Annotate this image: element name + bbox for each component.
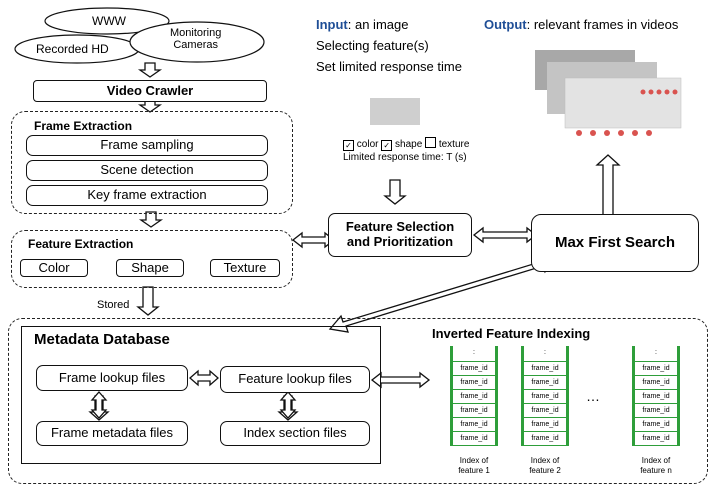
video-crawler-box: Video Crawler: [33, 80, 267, 102]
frame-extraction-group: [11, 111, 293, 214]
scene-detection-box: Scene detection: [26, 160, 268, 181]
metadata-database-title: Metadata Database: [34, 331, 170, 348]
cloud-recorded-hd: Recorded HD: [36, 42, 109, 56]
input-label: Input: [316, 17, 348, 32]
frame-id-cell: frame_id: [524, 431, 566, 446]
arrow-selection-search: [472, 226, 538, 244]
frame-id-cell: frame_id: [453, 431, 495, 446]
input-text: : an image: [347, 17, 409, 32]
index-ellipsis: …: [586, 388, 600, 404]
feature-checkboxes: ✓ color ✓ shape texture: [343, 137, 469, 151]
index-column-1: : frame_id frame_id frame_id frame_id fr…: [450, 346, 498, 446]
shape-checkbox[interactable]: ✓: [381, 140, 393, 151]
frame-lookup-box: Frame lookup files: [36, 365, 188, 391]
shape-checkbox-label: shape: [395, 139, 423, 150]
shape-feature-box: Shape: [116, 259, 184, 277]
arrow-feature-lookup-index: [279, 391, 297, 419]
output-frames-image: [535, 50, 682, 136]
input-line2: Selecting feature(s): [316, 38, 429, 53]
cloud-monitoring-shape: [129, 21, 265, 63]
arrow-frame-to-feature: [138, 211, 164, 228]
output-line: Output: relevant frames in videos: [484, 17, 678, 32]
inverted-indexing-title: Inverted Feature Indexing: [432, 326, 591, 341]
output-label: Output: [484, 17, 527, 32]
frame-sampling-box: Frame sampling: [26, 135, 268, 156]
frame-id-cell: frame_id: [453, 375, 495, 390]
column-dots: :: [473, 349, 475, 356]
frame-id-cell: frame_id: [635, 403, 677, 418]
frame-id-cell: frame_id: [524, 417, 566, 432]
index-section-box: Index section files: [220, 421, 370, 446]
stored-label: Stored: [97, 299, 130, 311]
arrow-search-to-output: [595, 154, 621, 216]
frame-metadata-box: Frame metadata files: [36, 421, 188, 446]
arrow-feature-to-metadata: [136, 286, 160, 316]
input-image-thumbnail: [370, 98, 420, 125]
feature-extraction-group: [11, 230, 293, 288]
frame-extraction-title: Frame Extraction: [34, 119, 133, 133]
texture-checkbox-label: texture: [438, 139, 470, 150]
frame-id-cell: frame_id: [524, 361, 566, 376]
arrow-lookup-lookup: [189, 369, 219, 387]
index-column-n: : frame_id frame_id frame_id frame_id fr…: [632, 346, 680, 446]
frame-id-cell: frame_id: [453, 361, 495, 376]
limited-response-time: Limited response time: T (s): [343, 152, 467, 163]
cloud-www: WWW: [92, 14, 126, 28]
key-frame-extraction-box: Key frame extraction: [26, 185, 268, 206]
cloud-www-shape: [44, 7, 170, 35]
input-line1: Input: an image: [316, 17, 408, 32]
output-text: : relevant frames in videos: [526, 17, 679, 32]
source-clouds: [14, 7, 265, 64]
frame-id-cell: frame_id: [524, 403, 566, 418]
index-caption-n: Index of feature n: [640, 456, 672, 475]
index-caption-1: Index of feature 1: [458, 456, 490, 475]
arrow-input-to-selection: [383, 179, 407, 205]
arrow-clouds-to-crawler: [137, 62, 163, 78]
frame-id-cell: frame_id: [635, 431, 677, 446]
frame-id-cell: frame_id: [635, 389, 677, 404]
frame-id-cell: frame_id: [453, 403, 495, 418]
frame-id-cell: frame_id: [524, 389, 566, 404]
column-dots: :: [544, 349, 546, 356]
color-feature-box: Color: [20, 259, 88, 277]
feature-lookup-box: Feature lookup files: [220, 366, 370, 393]
frame-id-cell: frame_id: [635, 417, 677, 432]
max-first-search-box: Max First Search: [531, 214, 699, 272]
frame-id-cell: frame_id: [453, 417, 495, 432]
arrow-frame-lookup-meta: [90, 391, 108, 419]
texture-checkbox[interactable]: [425, 137, 437, 148]
index-caption-2: Index of feature 2: [529, 456, 561, 475]
column-dots: :: [655, 349, 657, 356]
metadata-database-box: [21, 326, 381, 464]
frame-id-cell: frame_id: [524, 375, 566, 390]
input-line3: Set limited response time: [316, 59, 462, 74]
index-column-2: : frame_id frame_id frame_id frame_id fr…: [521, 346, 569, 446]
color-checkbox-label: color: [356, 139, 379, 150]
feature-extraction-title: Feature Extraction: [28, 237, 134, 251]
arrow-lookup-index: [370, 371, 431, 389]
color-checkbox[interactable]: ✓: [343, 140, 354, 151]
frame-id-cell: frame_id: [453, 389, 495, 404]
cloud-monitoring-cameras: Monitoring Cameras: [170, 27, 222, 51]
feature-selection-box: Feature Selection and Prioritization: [328, 213, 472, 257]
texture-feature-box: Texture: [210, 259, 280, 277]
frame-id-cell: frame_id: [635, 361, 677, 376]
frame-id-cell: frame_id: [635, 375, 677, 390]
storage-group: [8, 318, 708, 484]
